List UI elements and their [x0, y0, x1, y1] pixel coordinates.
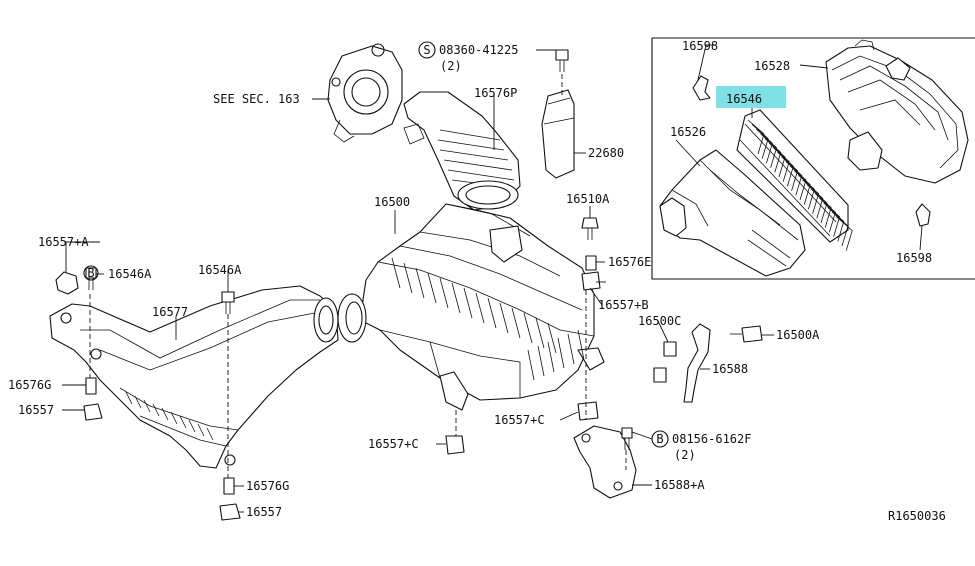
callout-16500[interactable]: 16500 — [374, 195, 410, 209]
throttle-body[interactable] — [327, 43, 403, 143]
b-symbol-right-letter: B — [656, 432, 663, 446]
grommet-16557-a[interactable] — [55, 271, 79, 295]
collar-16576e[interactable] — [585, 255, 597, 271]
callout-16576p[interactable]: 16576P — [474, 86, 517, 100]
s-symbol: S — [418, 41, 436, 59]
bolt-16500a[interactable] — [730, 325, 763, 343]
s-symbol-letter: S — [423, 43, 430, 57]
callout-16588-a[interactable]: 16588+A — [654, 478, 705, 492]
callout-16557-left[interactable]: 16557 — [18, 403, 54, 417]
callout-see-sec-163[interactable]: SEE SEC. 163 — [213, 92, 300, 106]
callout-08360-qty: (2) — [440, 59, 462, 73]
duct-16577[interactable] — [49, 285, 339, 469]
inset-frame — [651, 37, 975, 280]
highlight-16546 — [716, 86, 786, 108]
callout-08156-6162f[interactable]: 08156-6162F — [672, 432, 751, 446]
clip-16598-upper[interactable] — [692, 75, 711, 101]
callout-16528[interactable]: 16528 — [754, 59, 790, 73]
grommet-16557-left[interactable] — [83, 403, 103, 421]
callout-16500c[interactable]: 16500C — [638, 314, 681, 328]
callout-16500a[interactable]: 16500A — [776, 328, 820, 342]
callout-16576g-left[interactable]: 16576G — [8, 378, 51, 392]
bolt-08156-6162f[interactable] — [621, 427, 633, 450]
callout-16588[interactable]: 16588 — [712, 362, 748, 376]
callout-16510a[interactable]: 16510A — [566, 192, 610, 206]
callout-16526[interactable]: 16526 — [670, 125, 706, 139]
upper-case-16528[interactable] — [825, 39, 969, 184]
callout-16557-a[interactable]: 16557+A — [38, 235, 89, 249]
lower-case-16526[interactable] — [659, 149, 806, 277]
callout-16557-b[interactable]: 16557+B — [598, 298, 649, 312]
callout-16557-bottom[interactable]: 16557 — [246, 505, 282, 519]
clip-16500c[interactable] — [653, 341, 677, 383]
callout-16598-upper[interactable]: 16598 — [682, 39, 718, 53]
air-cleaner-ribs — [391, 257, 585, 381]
diagram-id: R1650036 — [888, 509, 946, 523]
callout-08360-41225[interactable]: 08360-41225 — [439, 43, 518, 57]
b-symbol-left: B — [83, 265, 99, 281]
callout-16546a-center[interactable]: 16546A — [198, 263, 242, 277]
collar-16576g-left[interactable] — [85, 377, 97, 395]
bracket-16588[interactable] — [683, 323, 711, 403]
leader-lines — [62, 44, 923, 513]
b-symbol-left-letter: B — [87, 266, 94, 280]
clip-16598-lower[interactable] — [915, 203, 931, 227]
filter-element-16546[interactable] — [736, 109, 849, 243]
bolt-08360-41225[interactable] — [555, 49, 569, 72]
grommet-16557-bottom[interactable] — [219, 503, 241, 521]
callout-16598-lower[interactable]: 16598 — [896, 251, 932, 265]
callout-16576e[interactable]: 16576E — [608, 255, 651, 269]
filter-pleats — [747, 119, 853, 251]
callout-16557-c-right[interactable]: 16557+C — [494, 413, 545, 427]
collar-16576g-bottom[interactable] — [223, 477, 235, 495]
callout-16546[interactable]: 16546 — [726, 92, 762, 106]
sensor-22680[interactable] — [541, 89, 575, 179]
b-symbol-right: B — [651, 430, 669, 448]
callout-16577[interactable]: 16577 — [152, 305, 188, 319]
bolt-16510a[interactable] — [581, 217, 599, 240]
bracket-16588-a[interactable] — [573, 425, 637, 499]
air-cleaner-16500[interactable] — [337, 203, 605, 411]
callout-16557-c-left[interactable]: 16557+C — [368, 437, 419, 451]
grommet-16557-b[interactable] — [581, 271, 601, 291]
grommet-16557-c-right[interactable] — [577, 401, 599, 421]
callout-22680[interactable]: 22680 — [588, 146, 624, 160]
callout-16576g-bottom[interactable]: 16576G — [246, 479, 289, 493]
hose-16576p[interactable] — [403, 91, 521, 211]
grommet-16557-c-left[interactable] — [445, 435, 465, 455]
duct-grille — [125, 391, 214, 441]
callout-08156-qty: (2) — [674, 448, 696, 462]
callout-16546a-left[interactable]: 16546A — [108, 267, 152, 281]
